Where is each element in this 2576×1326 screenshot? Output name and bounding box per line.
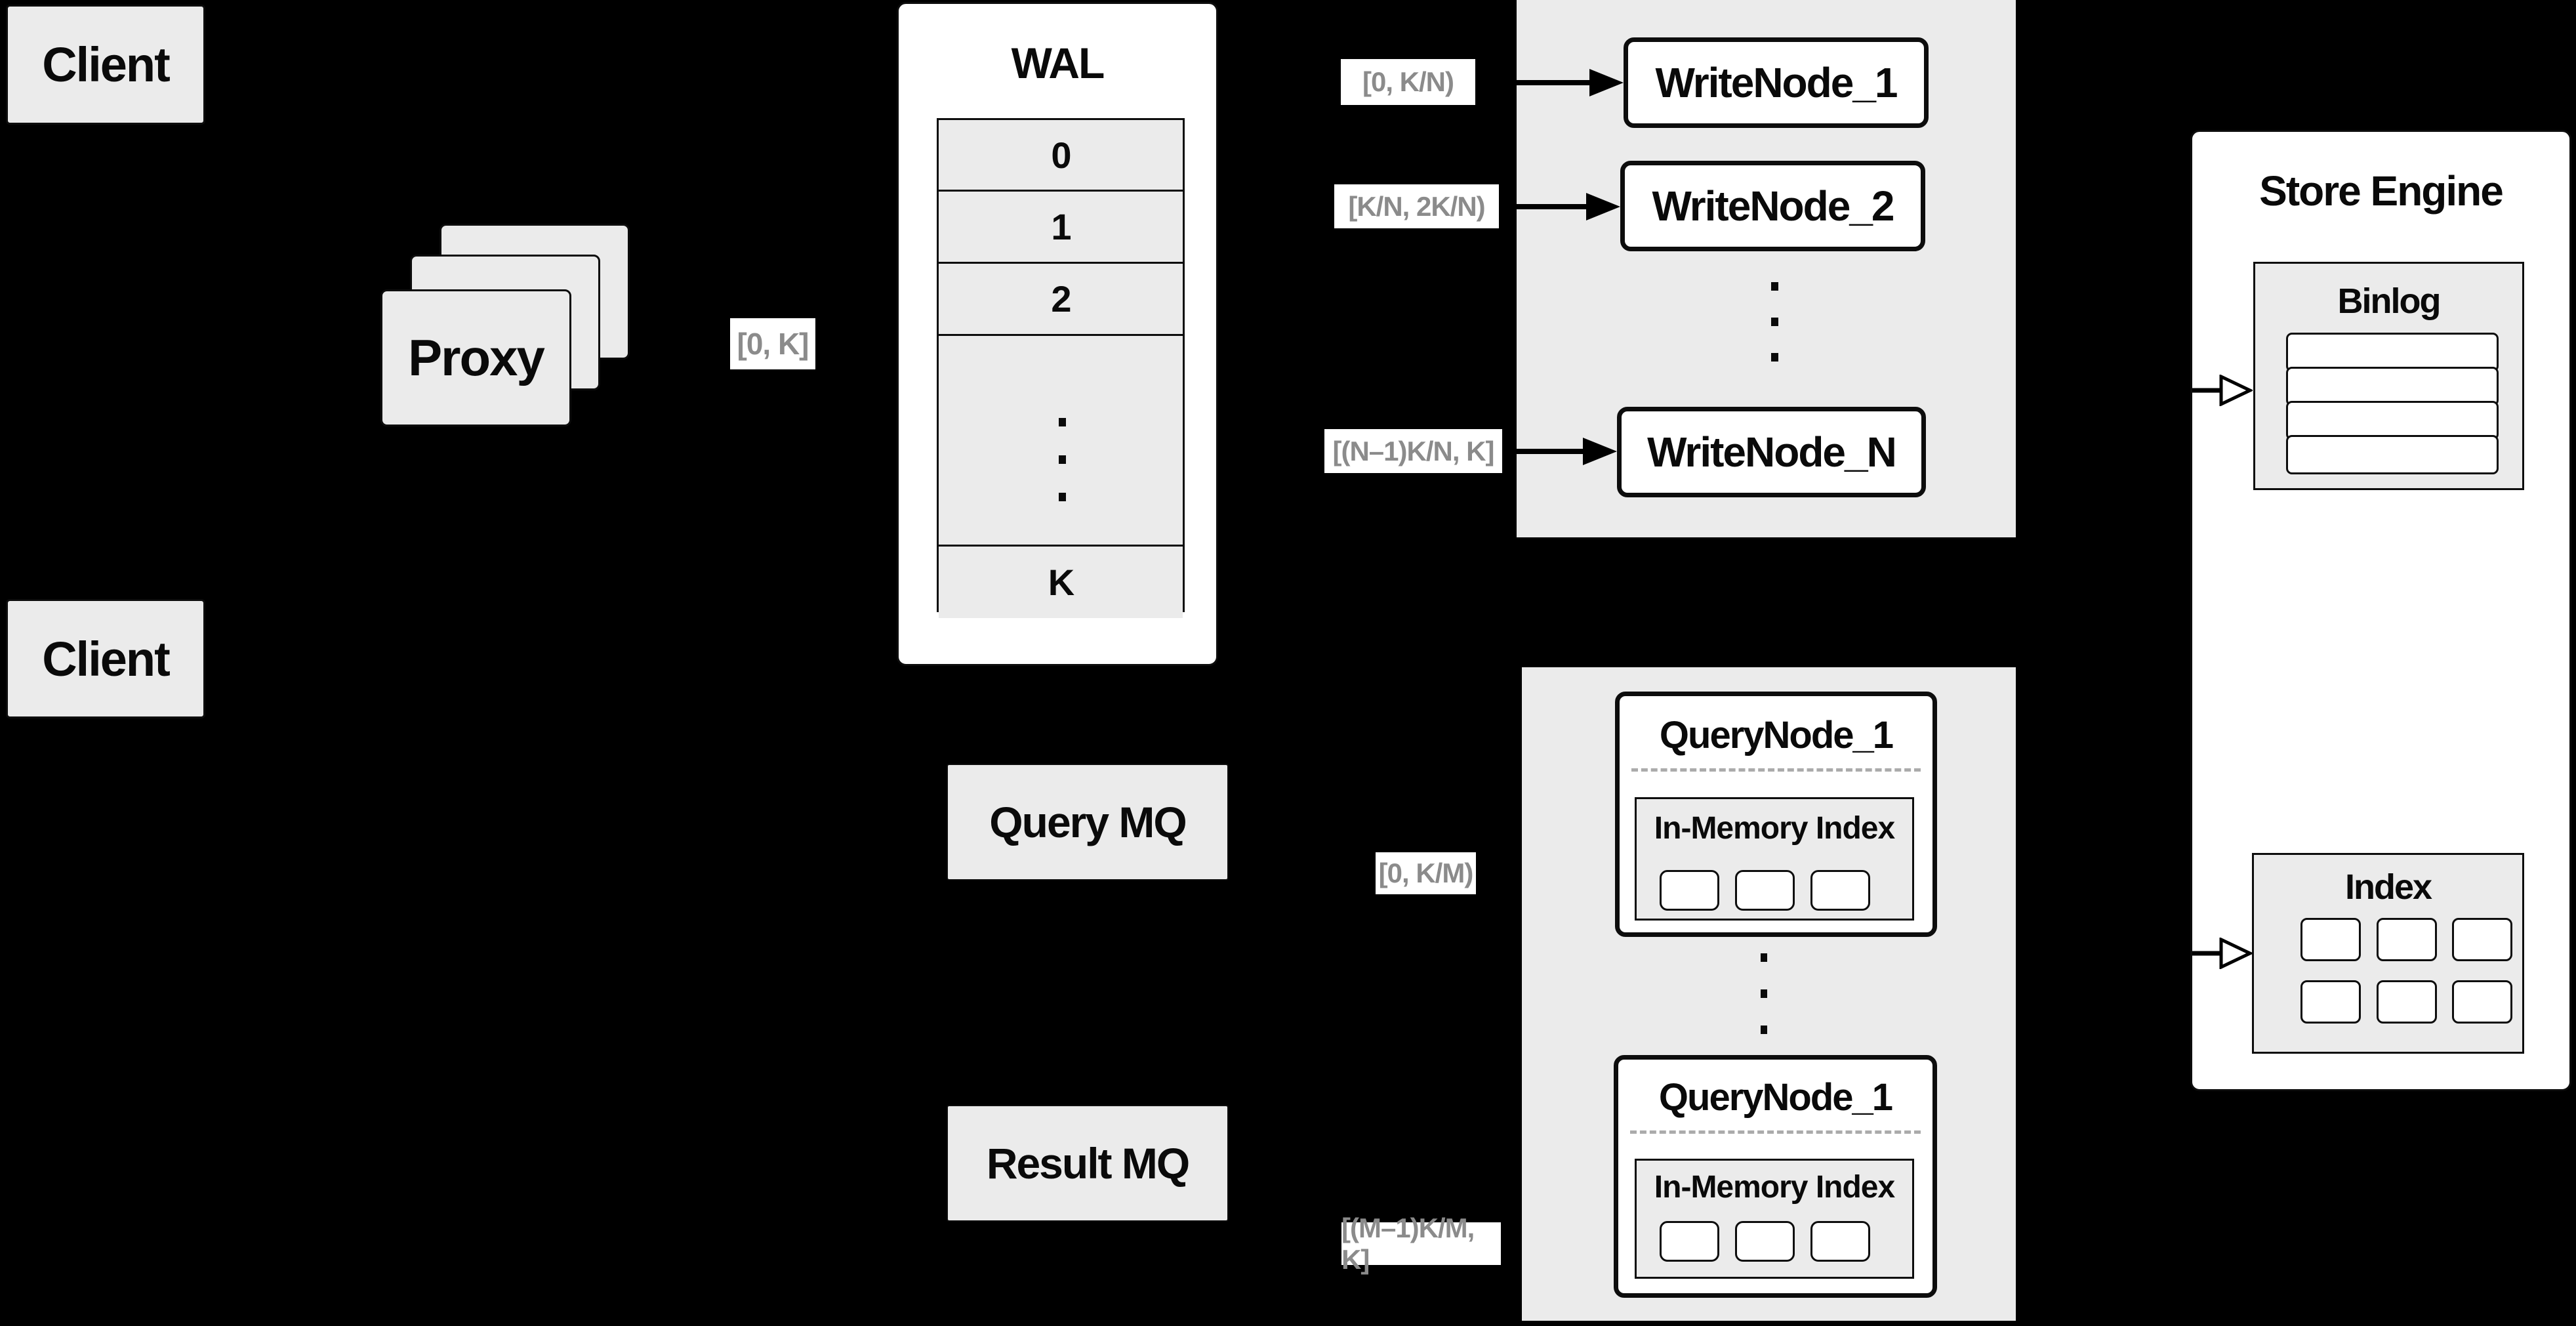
range-label-proxy-to-wal: [0, K] [730,318,815,369]
write-node-n-box: WriteNode_N [1617,407,1926,497]
result-mq-box: Result MQ [947,1105,1229,1222]
memory-segment-cell [1810,1221,1870,1262]
proxy-label: Proxy [408,329,545,386]
query-mq-box: Query MQ [947,764,1229,881]
wal-table: 0 1 2 K [937,118,1185,618]
binlog-title: Binlog [2337,281,2442,321]
index-cell [2377,918,2437,961]
ellipsis-dot [1059,493,1066,501]
binlog-row [2286,333,2499,372]
wal-row-1: 1 [939,190,1183,262]
ellipsis-dot [1771,318,1778,326]
index-box: Index [2252,853,2524,1054]
arrow-to-writenode-1 [1476,68,1624,97]
in-memory-index-1-box: In-Memory Index [1635,797,1914,921]
ellipsis-dot [1771,353,1778,362]
range-label-writenode-n: [(N–1)K/N, K] [1324,429,1502,473]
ellipsis-dot [1059,418,1066,426]
binlog-box: Binlog [2253,262,2524,490]
in-memory-index-2-box: In-Memory Index [1635,1159,1914,1279]
range-label-writenode-1: [0, K/N) [1341,59,1475,105]
dashed-divider [1630,1130,1921,1134]
wal-row-ellipsis [939,334,1183,545]
proxy-box: Proxy [380,289,571,426]
index-title: Index [2344,867,2432,907]
ellipsis-dot [1771,282,1778,291]
memory-segment-cell [1810,870,1870,911]
store-engine-box: Store Engine Binlog Index [2190,130,2571,1091]
ellipsis-dot [1059,455,1066,464]
client-bottom-label: Client [42,631,171,686]
memory-segment-cell [1660,870,1719,911]
client-bottom-box: Client [6,599,205,718]
ellipsis-dot [1761,989,1767,998]
query-node-m-title: QueryNode_1 [1658,1075,1893,1119]
range-label-querynode-m: [(M–1)K/M, K] [1341,1212,1501,1275]
write-node-2-box: WriteNode_2 [1620,161,1925,251]
memory-segment-cell [1660,1221,1719,1262]
wal-box: WAL 0 1 2 K [897,2,1218,666]
write-node-2-label: WriteNode_2 [1652,182,1894,230]
write-node-1-box: WriteNode_1 [1624,37,1929,128]
query-node-1-box: QueryNode_1 In-Memory Index [1615,692,1937,937]
wal-row-k: K [939,545,1183,618]
index-cell [2377,980,2437,1024]
wal-row-2: 2 [939,262,1183,334]
in-memory-index-1-title: In-Memory Index [1654,810,1895,846]
binlog-row [2286,435,2499,474]
write-node-1-label: WriteNode_1 [1655,59,1898,106]
store-engine-title: Store Engine [2259,167,2504,215]
memory-segment-cell [1735,870,1795,911]
range-label-writenode-2: [K/N, 2K/N) [1334,184,1499,228]
query-node-1-title: QueryNode_1 [1659,713,1894,756]
memory-segment-cell [1735,1221,1795,1262]
dashed-divider [1631,768,1921,772]
ellipsis-dot [1761,1026,1767,1034]
binlog-row [2286,367,2499,406]
binlog-row [2286,401,2499,440]
arrow-to-writenode-n [1504,437,1617,466]
index-cell [2300,918,2361,961]
ellipsis-dot [1761,953,1767,962]
query-node-m-box: QueryNode_1 In-Memory Index [1614,1055,1937,1298]
query-mq-label: Query MQ [989,798,1187,846]
result-mq-label: Result MQ [986,1139,1190,1188]
arrow-to-writenode-2 [1501,192,1620,221]
client-top-box: Client [6,5,205,125]
index-cell [2300,980,2361,1024]
range-label-querynode-1: [0, K/M) [1376,852,1476,894]
wal-title: WAL [1011,39,1105,87]
open-arrow-to-index [2192,938,2253,969]
index-cell [2452,980,2512,1024]
client-top-label: Client [42,37,171,92]
index-cell [2452,918,2512,961]
wal-row-0: 0 [939,120,1183,190]
write-node-n-label: WriteNode_N [1647,428,1897,476]
open-arrow-to-binlog [2192,375,2253,406]
in-memory-index-2-title: In-Memory Index [1654,1169,1895,1205]
